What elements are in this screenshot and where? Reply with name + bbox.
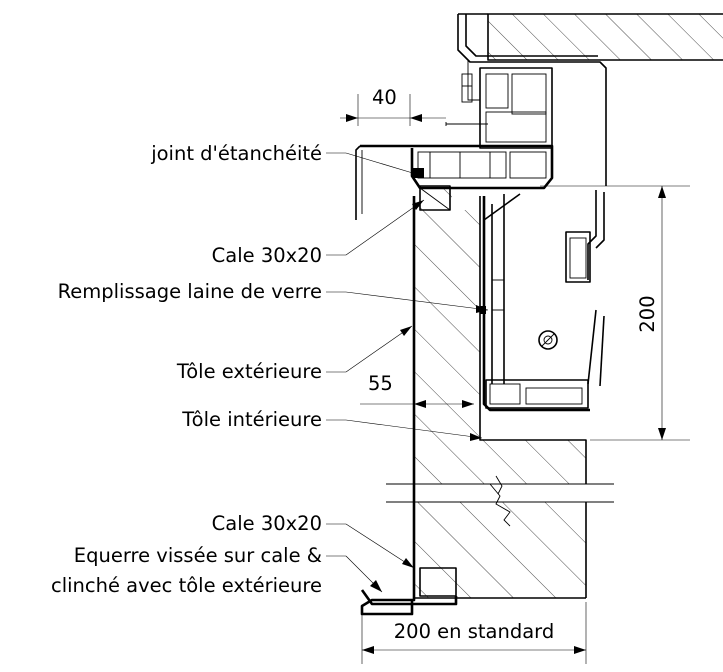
dim-top-width: 40 [372,86,397,109]
label-joint: joint d'étanchéité [150,142,322,165]
dimension-height: 200 [540,185,690,441]
ceiling-slab [487,13,723,61]
outer-sheet [360,196,416,616]
inner-profile [480,190,605,412]
label-tole-ext: Tôle extérieure [176,360,322,383]
head-frame [355,13,607,220]
annotation-equerre: Equerre vissée sur cale & clinché avec t… [51,544,383,597]
annotation-remplissage: Remplissage laine de verre [58,280,489,313]
annotation-tole-ext: Tôle extérieure [176,325,413,383]
label-cale-bottom: Cale 30x20 [212,512,322,535]
dim-height: 200 [636,295,659,332]
dimension-top: 40 [340,86,446,126]
label-cale-top: Cale 30x20 [212,244,322,267]
annotation-cale-top: Cale 30x20 [212,199,425,267]
label-remplissage: Remplissage laine de verre [58,280,322,303]
dimension-bottom: 200 en standard [361,602,587,664]
dimension-gap: 55 [360,372,474,408]
wall-section [386,185,614,599]
annotation-cale-bottom: Cale 30x20 [212,512,415,569]
label-equerre-line1: Equerre vissée sur cale & [74,544,322,567]
annotation-tole-int: Tôle intérieure [181,408,483,441]
dim-bottom-width: 200 en standard [394,620,554,643]
dim-wall-gap: 55 [368,372,393,395]
annotation-joint: joint d'étanchéité [150,142,417,175]
bottom-cale [360,567,458,606]
label-tole-int: Tôle intérieure [181,408,322,431]
label-equerre-line2: clinché avec tôle extérieure [51,574,322,597]
